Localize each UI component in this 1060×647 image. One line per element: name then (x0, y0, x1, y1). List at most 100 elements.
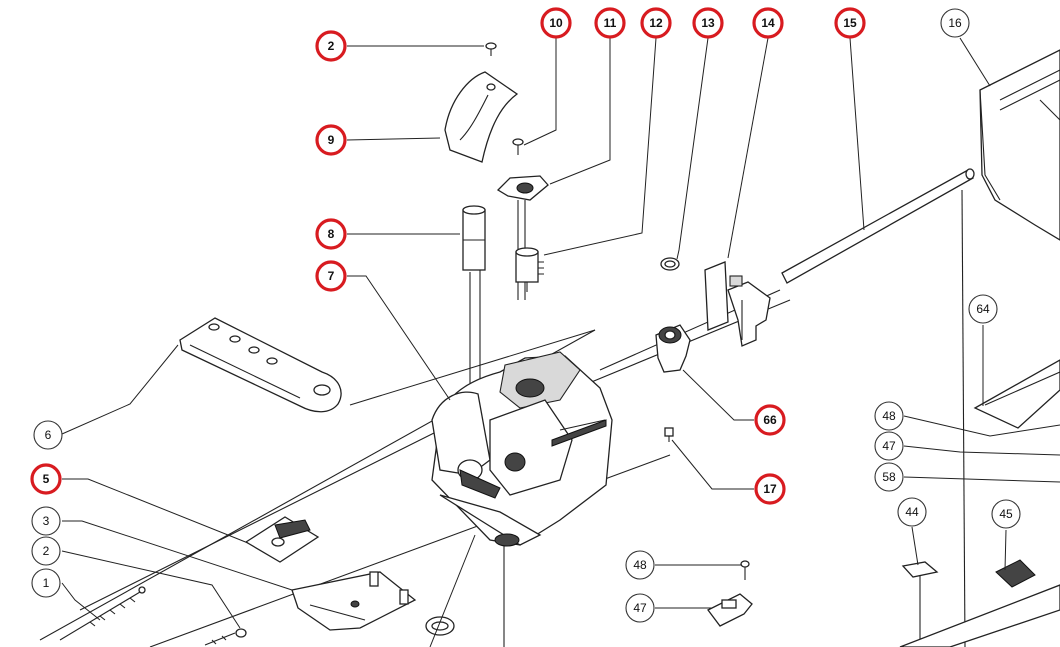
callout-label: 44 (905, 505, 919, 519)
callout-label: 16 (948, 16, 962, 30)
part-5-latch (244, 516, 320, 563)
callout-44: 44 (897, 497, 927, 527)
callout-10: 10 (540, 7, 572, 39)
callout-16: 16 (940, 8, 970, 38)
callout-17: 17 (754, 473, 786, 505)
callout-circle (874, 462, 904, 492)
callout-13: 13 (692, 7, 724, 39)
part-3-mounting-bracket (291, 571, 417, 631)
part-9-cover (444, 71, 519, 163)
callout-circle (640, 7, 672, 39)
callout-45: 45 (991, 499, 1021, 529)
part-6-plate (179, 317, 342, 413)
callout-label: 17 (763, 482, 777, 496)
callout-circle (30, 463, 62, 495)
callout-2-bottom: 2 (31, 536, 61, 566)
callout-1: 1 (31, 568, 61, 598)
callout-8: 8 (315, 218, 347, 250)
part-2-small-screw-bottom (204, 628, 247, 646)
part-7-main-body (431, 351, 613, 547)
part-2-top-screw (485, 42, 497, 56)
callout-5: 5 (30, 463, 62, 495)
part-16-housing-cover (979, 49, 1060, 241)
callout-66: 66 (754, 404, 786, 436)
part-14-bracket (704, 261, 771, 347)
callout-circle (991, 499, 1021, 529)
callout-58: 58 (874, 462, 904, 492)
callout-label: 47 (882, 439, 896, 453)
callout-circle (754, 404, 786, 436)
callout-label: 45 (999, 507, 1013, 521)
callout-circle (31, 536, 61, 566)
callout-2-top: 2 (315, 30, 347, 62)
callout-47-bottom: 47 (625, 593, 655, 623)
callout-label: 5 (43, 472, 50, 486)
callout-label: 10 (549, 16, 563, 30)
callout-circle (315, 260, 347, 292)
callout-circle (834, 7, 866, 39)
callout-label: 48 (882, 409, 896, 423)
callout-circle (540, 7, 572, 39)
callout-12: 12 (640, 7, 672, 39)
callout-label: 3 (43, 514, 50, 528)
callout-label: 13 (701, 16, 715, 30)
callout-label: 6 (45, 428, 52, 442)
callout-label: 64 (976, 302, 990, 316)
part-8-pin (462, 205, 486, 271)
part-1-long-screw (59, 586, 146, 641)
callout-circle (752, 7, 784, 39)
callout-label: 11 (604, 16, 617, 30)
callout-circle (31, 568, 61, 598)
part-ring-bottom (425, 616, 455, 636)
callout-label: 14 (761, 16, 775, 30)
callout-circle (874, 401, 904, 431)
leader-lines (61, 37, 1060, 647)
callout-label: 1 (43, 576, 50, 590)
callout-label: 7 (328, 269, 335, 283)
callout-label: 9 (328, 133, 335, 147)
part-11-clip (496, 175, 549, 201)
callout-label: 66 (763, 413, 777, 427)
callout-circle (625, 550, 655, 580)
callout-label: 47 (633, 601, 647, 615)
callout-64: 64 (968, 294, 998, 324)
callout-label: 58 (882, 470, 896, 484)
callout-label: 15 (843, 16, 857, 30)
callout-circle (33, 420, 63, 450)
callout-circle (897, 497, 927, 527)
callout-circle (754, 473, 786, 505)
callout-circle (31, 506, 61, 536)
callout-circle (315, 30, 347, 62)
callout-label: 12 (649, 16, 663, 30)
callout-9: 9 (315, 124, 347, 156)
bottom-rail (899, 584, 1060, 647)
part-48-bottom-screw (740, 560, 750, 580)
callout-circle (315, 218, 347, 250)
part-44-insert (901, 561, 939, 578)
callout-circle (940, 8, 970, 38)
callout-48-bottom: 48 (625, 550, 655, 580)
callout-label: 2 (328, 39, 335, 53)
callout-label: 8 (328, 227, 335, 241)
callout-14: 14 (752, 7, 784, 39)
part-12-lock-cylinder (515, 247, 544, 292)
part-47-bottom-holder (707, 593, 753, 627)
callout-label: 48 (633, 558, 647, 572)
callout-circle (625, 593, 655, 623)
part-66-knob (655, 324, 691, 373)
callout-6: 6 (33, 420, 63, 450)
part-15-rod (781, 168, 975, 284)
callout-label: 2 (43, 544, 50, 558)
callout-circle (692, 7, 724, 39)
part-17-screw (664, 427, 674, 442)
part-callouts: 2 9 8 7 10 11 12 13 14 15 16 64 48 47 58 66 17 6 5 3 2 1 44 45 4… (30, 7, 1021, 623)
callout-48-right: 48 (874, 401, 904, 431)
callout-47-right: 47 (874, 431, 904, 461)
callout-circle (968, 294, 998, 324)
callout-7: 7 (315, 260, 347, 292)
part-10-screw (512, 138, 524, 155)
callout-15: 15 (834, 7, 866, 39)
callout-circle (874, 431, 904, 461)
callout-3: 3 (31, 506, 61, 536)
